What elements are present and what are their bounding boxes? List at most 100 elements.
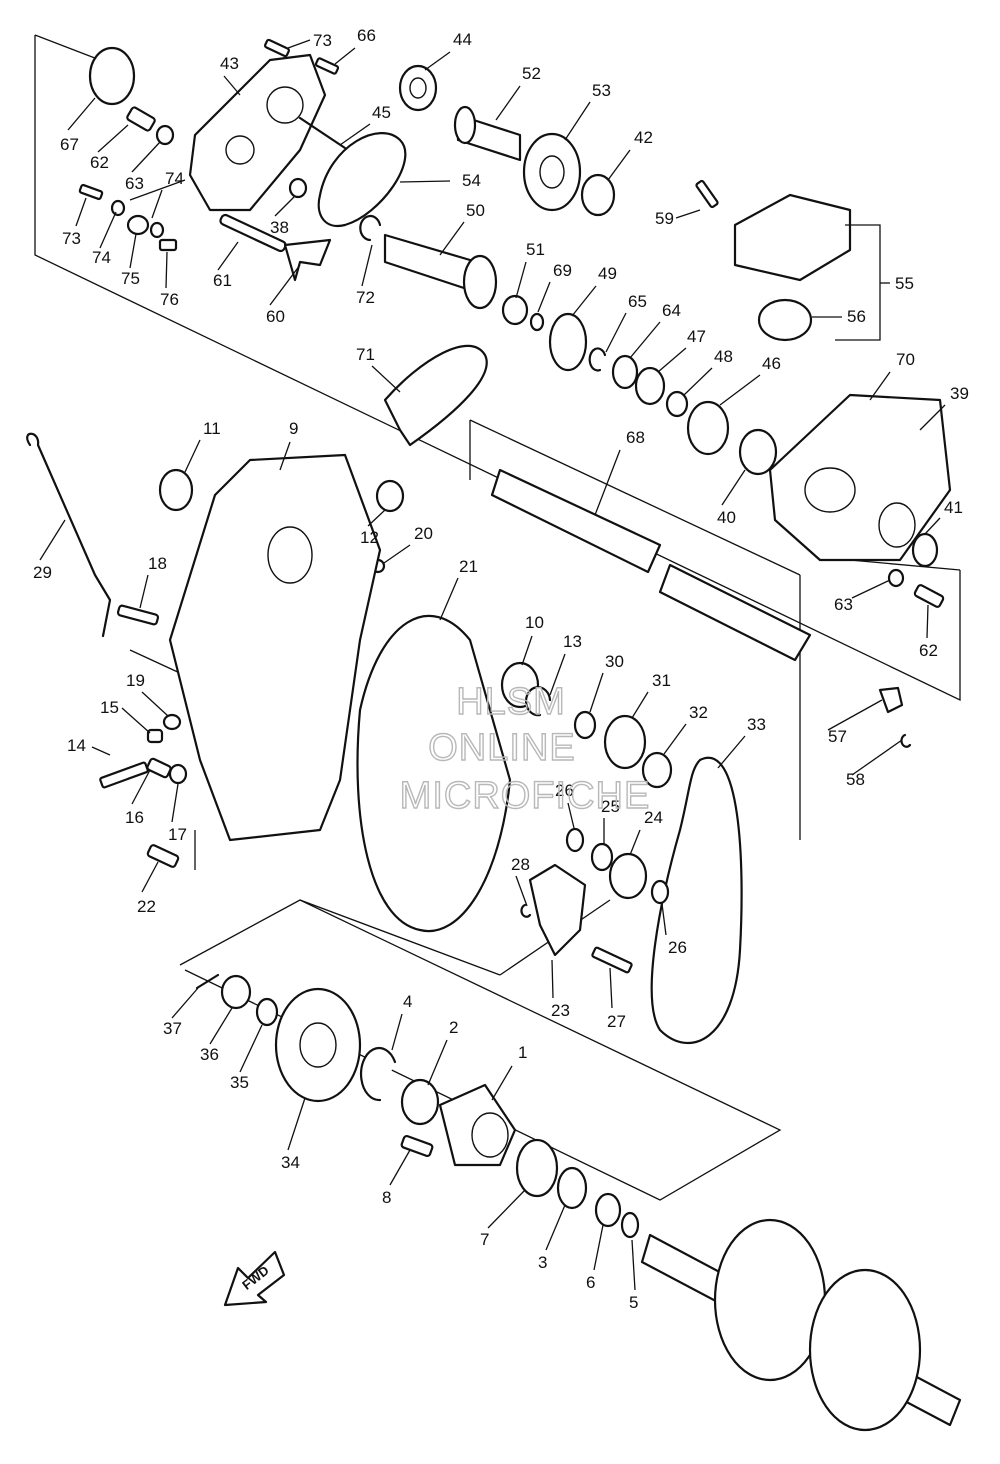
needle-bearing-25 [590,842,614,872]
leader-c43 [223,75,241,96]
bolt-59 [695,179,719,209]
callout-39: 39 [950,384,969,403]
callout-67: 67 [60,135,79,154]
washer-63 [155,124,175,146]
bearing-40 [738,428,778,476]
callout-56: 56 [847,307,866,326]
callout-28: 28 [511,855,530,874]
oil-seal-11 [158,468,194,512]
nut-17 [168,763,188,785]
leader-c75 [129,233,137,269]
washer-26-top [565,827,585,853]
callout-73-left: 73 [62,229,81,248]
callout-19: 19 [126,671,145,690]
watermark-line-2: ONLINE [428,727,575,769]
leader-c44 [424,51,451,71]
watermark-line-1: HLSM [456,681,566,723]
bearing-51 [501,294,529,326]
leader-c6 [593,1224,604,1271]
callout-29: 29 [33,563,52,582]
leader-c2 [427,1039,448,1086]
callout-2: 2 [449,1018,458,1037]
bolt-66 [314,57,340,75]
callout-51: 51 [526,240,545,259]
leader-c59 [675,209,701,219]
callout-8: 8 [382,1188,391,1207]
nut-36 [220,974,252,1010]
leader-c76 [165,251,168,289]
leader-c3 [545,1204,566,1251]
callout-46: 46 [762,354,781,373]
leader-c5 [631,1239,636,1291]
leader-c11 [184,439,201,473]
leader-c4 [391,1013,403,1051]
leader-c33 [717,735,746,769]
callout-72: 72 [356,288,375,307]
callout-75: 75 [121,269,140,288]
gasket-21 [356,614,512,933]
leader-c42 [607,149,631,181]
callout-54: 54 [462,171,481,190]
bolt-16 [146,757,172,779]
callout-37: 37 [163,1019,182,1038]
callout-44: 44 [453,30,472,49]
callout-45: 45 [372,103,391,122]
callout-48: 48 [714,347,733,366]
leader-c10 [521,635,533,666]
leader-c47 [657,347,687,373]
stud-18 [116,604,160,626]
tensioner-arm-23 [528,863,587,957]
callout-4: 4 [403,992,412,1011]
leader-c64 [629,321,661,359]
leader-c41 [924,517,941,535]
callout-53: 53 [592,81,611,100]
callout-18: 18 [148,554,167,573]
callout-35: 35 [230,1073,249,1092]
bolt-73-left [78,183,104,201]
leader-c73a [75,197,87,227]
callout-61: 61 [213,271,232,290]
spline-shaft-50 [383,233,472,292]
o-ring-7 [515,1138,559,1198]
callout-69: 69 [553,261,572,280]
bearing-2 [400,1078,440,1126]
leader-c62a [97,124,129,153]
actuator-55 [733,193,852,282]
callout-6: 6 [586,1273,595,1292]
leader-c27 [609,967,613,1009]
leader-c74a [151,189,163,219]
washer-74 [110,199,126,217]
callout-40: 40 [717,508,736,527]
leader-c20 [383,544,411,564]
bolt-8 [400,1134,434,1158]
switch-62b [913,584,945,608]
leader-c23 [551,959,554,999]
collar-69 [529,312,545,332]
callout-68: 68 [626,428,645,447]
leader-c70 [869,371,891,401]
drive-chain-33 [650,756,743,1045]
roller-24 [608,852,648,900]
leader-c38 [274,196,295,217]
leader-c32 [663,723,687,755]
callout-25: 25 [601,797,620,816]
leader-c1 [491,1065,513,1101]
leader-c54 [399,180,451,183]
callout-52: 52 [522,64,541,83]
leader-c68 [594,449,621,516]
leader-c12 [367,509,386,527]
leader-c58 [851,739,903,776]
leader-c60 [269,264,301,306]
leader-lines [39,39,946,1291]
callout-62-right: 62 [919,641,938,660]
washer-64 [611,354,639,390]
leader-c65 [605,312,627,353]
leader-c8 [389,1149,411,1186]
washer-35 [255,997,279,1027]
callout-26-top: 26 [555,781,574,800]
circlip-13 [524,686,552,717]
callout-71: 71 [356,345,375,364]
circlip-65 [588,347,607,372]
fwd-arrow-icon: FWD [223,1250,286,1307]
